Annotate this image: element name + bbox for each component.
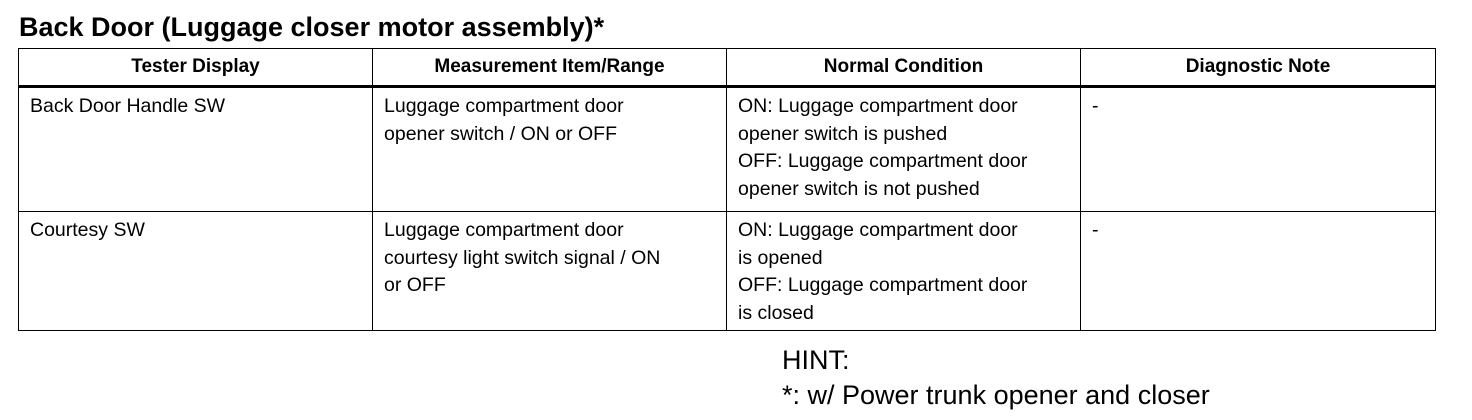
column-header-diagnostic-note: Diagnostic Note <box>1080 48 1436 88</box>
measurement-line: Luggage compartment door <box>384 95 624 117</box>
normal-condition-line: is closed <box>738 301 814 324</box>
normal-condition-line: ON: Luggage compartment door <box>738 95 1018 117</box>
hint-heading: HINT: <box>782 345 850 375</box>
normal-condition-line: opener switch is not pushed <box>738 177 980 200</box>
diagnostic-note-cell: - <box>1080 211 1436 331</box>
measurement-line: opener switch / ON or OFF <box>384 122 617 145</box>
tester-display-text: Back Door Handle SW <box>30 95 226 117</box>
document-title: Back Door (Luggage closer motor assembly… <box>19 12 605 42</box>
normal-condition-line: ON: Luggage compartment door <box>738 219 1018 241</box>
diagnostic-note-text: - <box>1092 219 1099 241</box>
column-header-normal-condition: Normal Condition <box>726 48 1081 88</box>
normal-condition-line: OFF: Luggage compartment door <box>738 150 1028 172</box>
table-row: Courtesy SW Luggage compartment door cou… <box>18 211 1436 331</box>
measurement-item-cell: Luggage compartment door courtesy light … <box>372 211 727 331</box>
measurement-line: or OFF <box>384 274 446 296</box>
data-list-table: Tester Display Measurement Item/Range No… <box>18 48 1436 331</box>
tester-display-text: Courtesy SW <box>30 219 145 241</box>
normal-condition-line: OFF: Luggage compartment door <box>738 274 1028 296</box>
measurement-item-cell: Luggage compartment door opener switch /… <box>372 86 727 212</box>
normal-condition-line: is opened <box>738 246 823 269</box>
normal-condition-cell: ON: Luggage compartment door opener swit… <box>726 86 1081 212</box>
diagnostic-note-cell: - <box>1080 86 1436 212</box>
table-row: Back Door Handle SW Luggage compartment … <box>18 86 1436 212</box>
hint-text: *: w/ Power trunk opener and closer <box>782 380 1210 410</box>
diagnostic-note-text: - <box>1092 95 1099 117</box>
measurement-line: courtesy light switch signal / ON <box>384 246 661 269</box>
normal-condition-cell: ON: Luggage compartment door is opened O… <box>726 211 1081 331</box>
tester-display-cell: Courtesy SW <box>18 211 373 331</box>
tester-display-cell: Back Door Handle SW <box>18 86 373 212</box>
column-header-measurement-item: Measurement Item/Range <box>372 48 727 88</box>
column-header-tester-display: Tester Display <box>18 48 373 88</box>
measurement-line: Luggage compartment door <box>384 219 624 241</box>
hint-block: HINT: *: w/ Power trunk opener and close… <box>782 343 1210 413</box>
normal-condition-line: opener switch is pushed <box>738 122 948 145</box>
table-header-row: Tester Display Measurement Item/Range No… <box>18 48 1436 88</box>
